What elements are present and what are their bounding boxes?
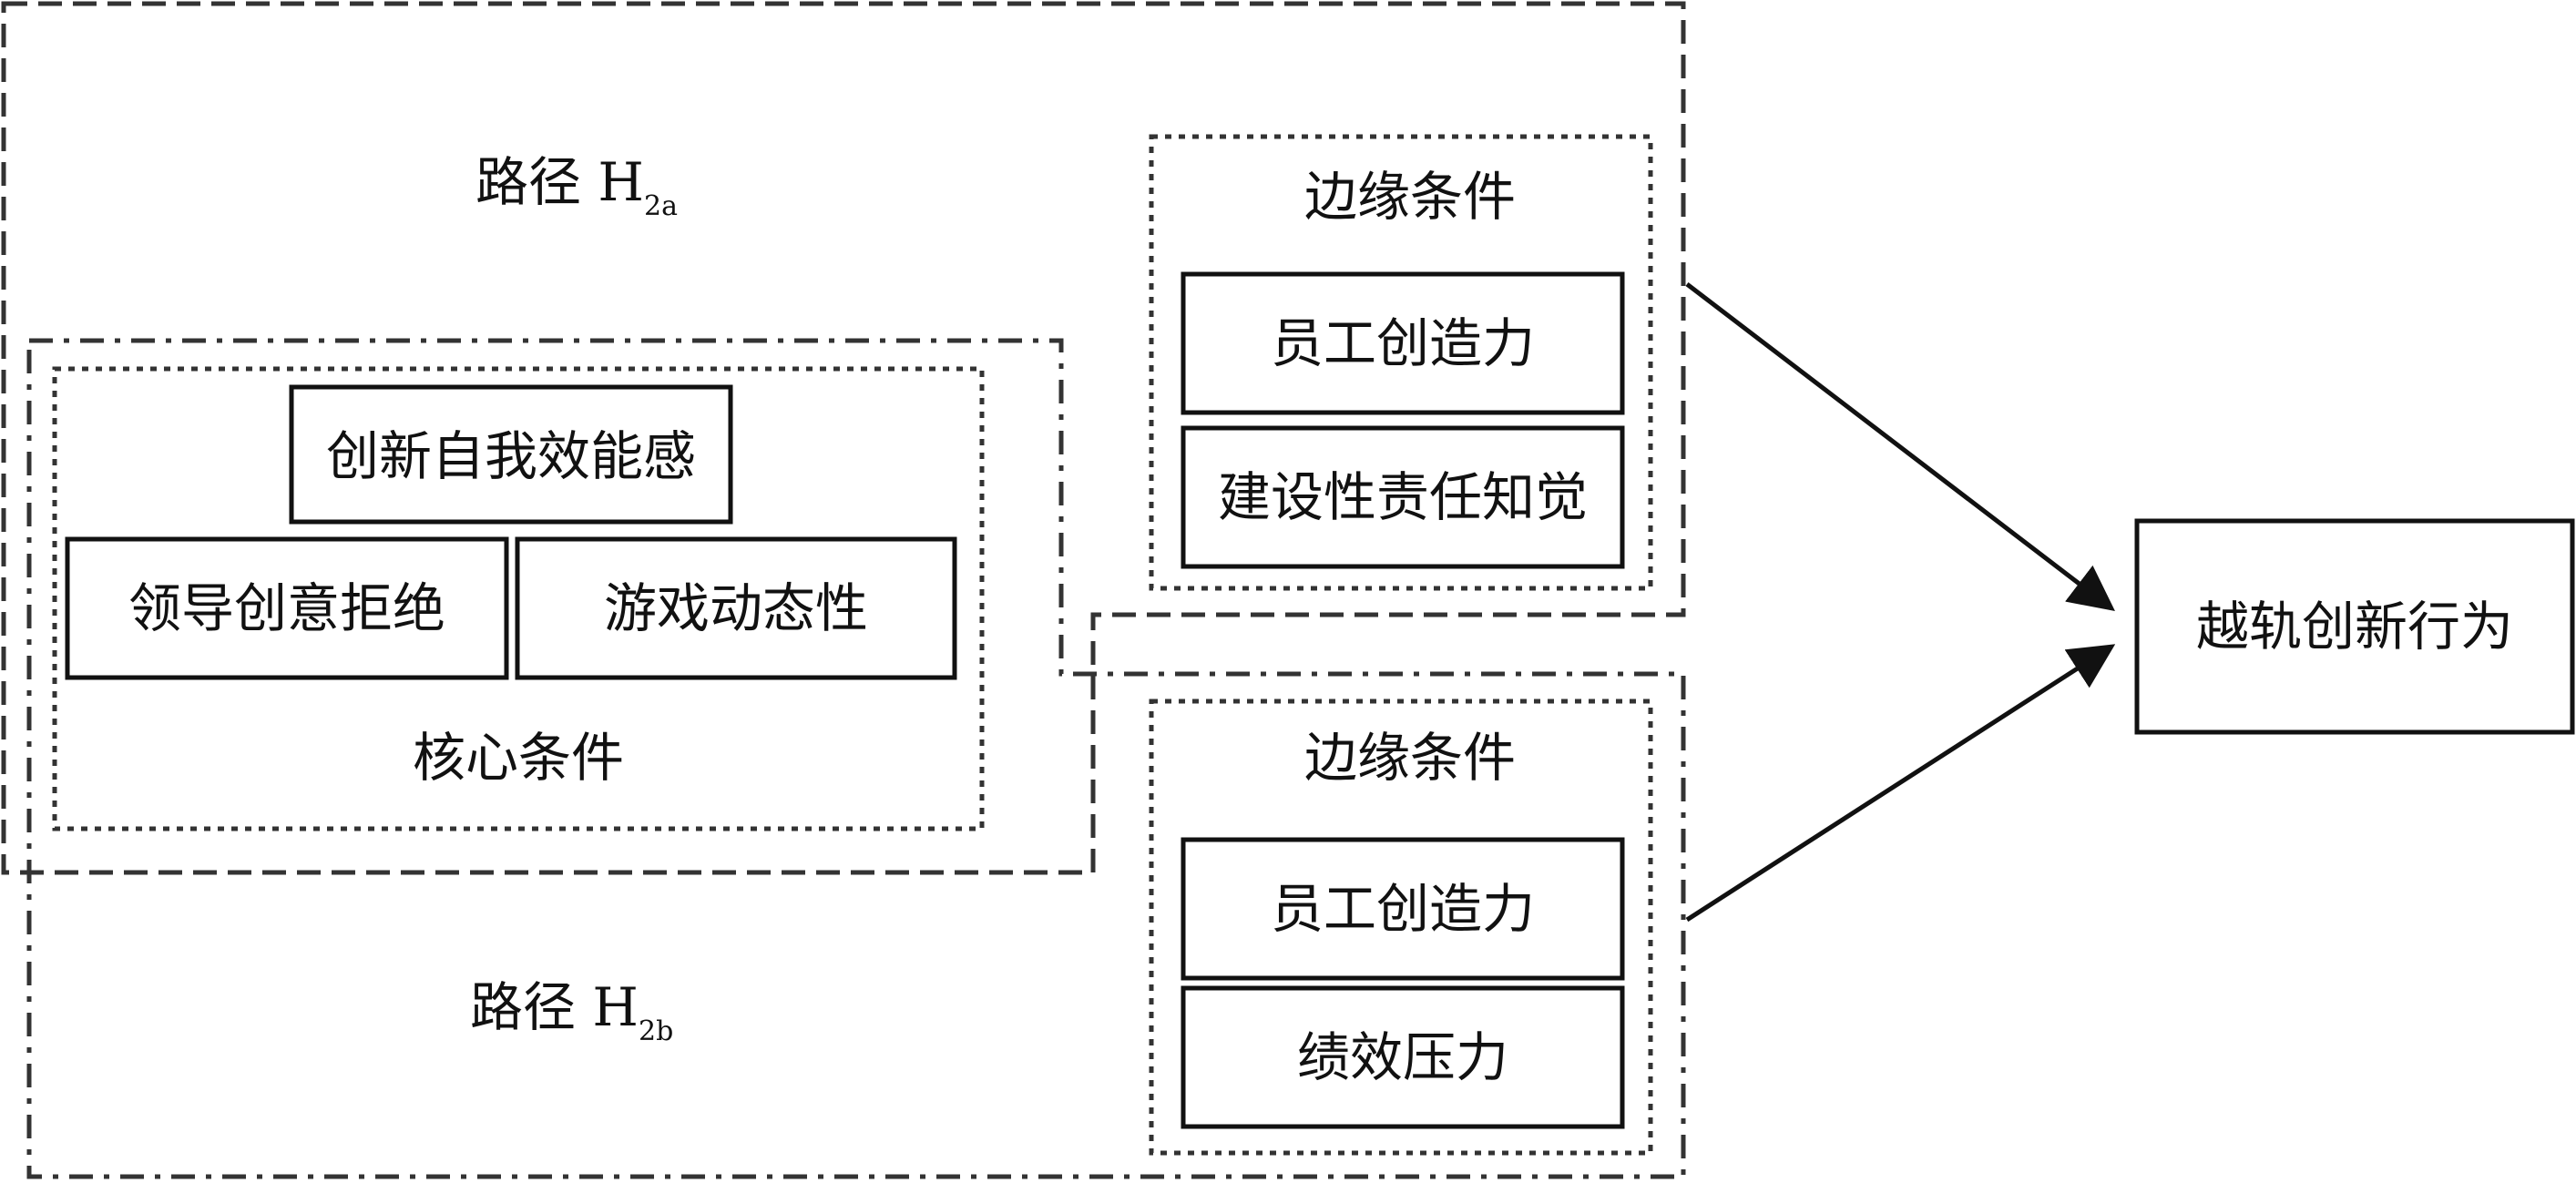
peripheral-b-item-2-box (1181, 985, 1625, 1129)
core-top-box (289, 384, 733, 525)
path-a-label: 路径 H2a (475, 151, 678, 222)
path-b-label: 路径 H2b (470, 976, 673, 1047)
peripheral-b-item-1-label: 员工创造力 (1271, 878, 1535, 940)
core-left-label: 领导创意拒绝 (128, 577, 445, 639)
path-a-boundary (1, 1, 1686, 875)
arrow-path-b (1685, 644, 2116, 923)
core-right-box (515, 536, 957, 680)
peripheral-a-item-2-label: 建设性责任知觉 (1218, 466, 1588, 528)
peripheral-b-group (1149, 699, 1653, 1156)
path-b-boundary (26, 338, 1686, 1179)
outcome-box (2134, 518, 2575, 735)
peripheral-a-item-1-box (1181, 271, 1625, 415)
core-right-label: 游戏动态性 (604, 577, 868, 639)
core-conditions-label: 核心条件 (413, 727, 624, 789)
peripheral-b-label: 边缘条件 (1304, 727, 1516, 789)
path-a-prefix: 路径 H (475, 151, 644, 213)
path-a-subscript: 2a (644, 190, 678, 222)
path-b-prefix: 路径 H (470, 976, 639, 1038)
arrow-path-a (1685, 282, 2115, 612)
peripheral-a-label: 边缘条件 (1304, 166, 1516, 228)
peripheral-a-item-1-label: 员工创造力 (1271, 312, 1535, 374)
path-b-subscript: 2b (639, 1015, 673, 1047)
peripheral-b-item-1-box (1181, 837, 1625, 981)
peripheral-a-item-2-box (1181, 425, 1625, 569)
core-top-label: 创新自我效能感 (326, 425, 696, 487)
core-conditions-group (52, 366, 985, 831)
outcome-label: 越轨创新行为 (2196, 596, 2513, 658)
peripheral-b-item-2-label: 绩效压力 (1297, 1026, 1508, 1088)
peripheral-a-group (1149, 134, 1653, 591)
core-left-box (65, 536, 509, 680)
